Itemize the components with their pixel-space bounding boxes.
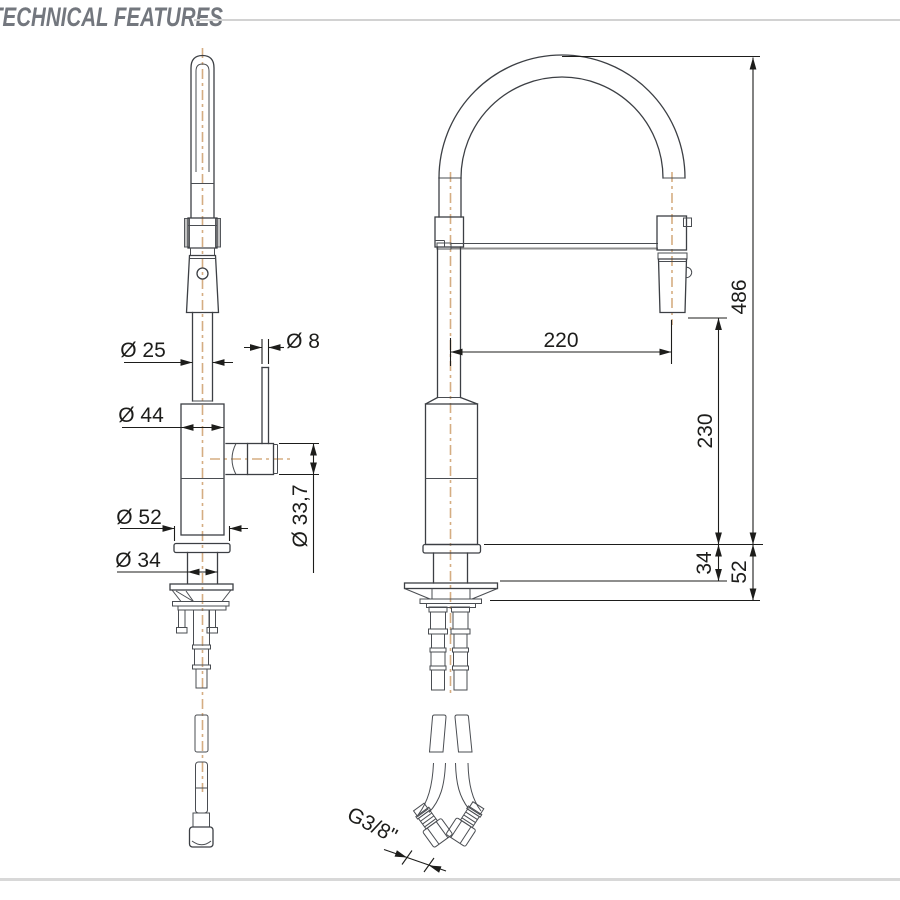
pivot-hole [196,267,209,280]
main-body [180,403,225,536]
mounting-shank [186,551,219,585]
hose-break-segments [428,714,473,753]
supply-fitting-right [450,606,471,691]
dim-label-shank-diameter: Ø 34 [115,549,161,572]
hose-nut-left [408,799,454,849]
dim-label-outlet-height: 230 [694,413,717,448]
side-view [169,48,292,848]
base-flange [173,542,231,554]
dim-label-total-height: 486 [728,279,751,314]
lever-handle [225,366,278,476]
spray-wand [190,54,215,218]
column-collar [434,216,465,248]
supply-fitting-left [428,606,448,691]
dim-label-spout-diameter: Ø 25 [120,339,166,362]
dim-label-spout-reach: 220 [543,329,578,352]
spout-pivot-body [185,254,220,314]
dim-label-lever-rod-diameter: Ø 8 [286,330,320,353]
dim-label-body-diameter: Ø 44 [118,404,164,427]
dim-label-flange-diameter: Ø 52 [116,506,162,529]
wand-collar [184,217,221,256]
spout-tube [191,311,214,402]
mounting-hardware-side [169,583,234,689]
supply-hose-side [188,714,214,848]
column [422,246,482,584]
spray-button [686,266,693,279]
spout-arch [438,54,686,218]
flex-hoses [408,762,489,849]
spray-head [656,215,693,314]
dim-label-lever-hub-diameter: Ø 33,7 [289,484,312,547]
footer-rule [0,878,900,881]
front-view [403,54,693,849]
title-rule [194,19,900,21]
dim-label-deck-gap-height: 34 [693,551,716,575]
support-bar [436,242,658,250]
dim-label-deck-mount-height: 52 [728,560,751,583]
dim-label-hose-connection: G3/8" [343,803,401,848]
page-title: TECHNICAL FEATURES [0,2,223,32]
